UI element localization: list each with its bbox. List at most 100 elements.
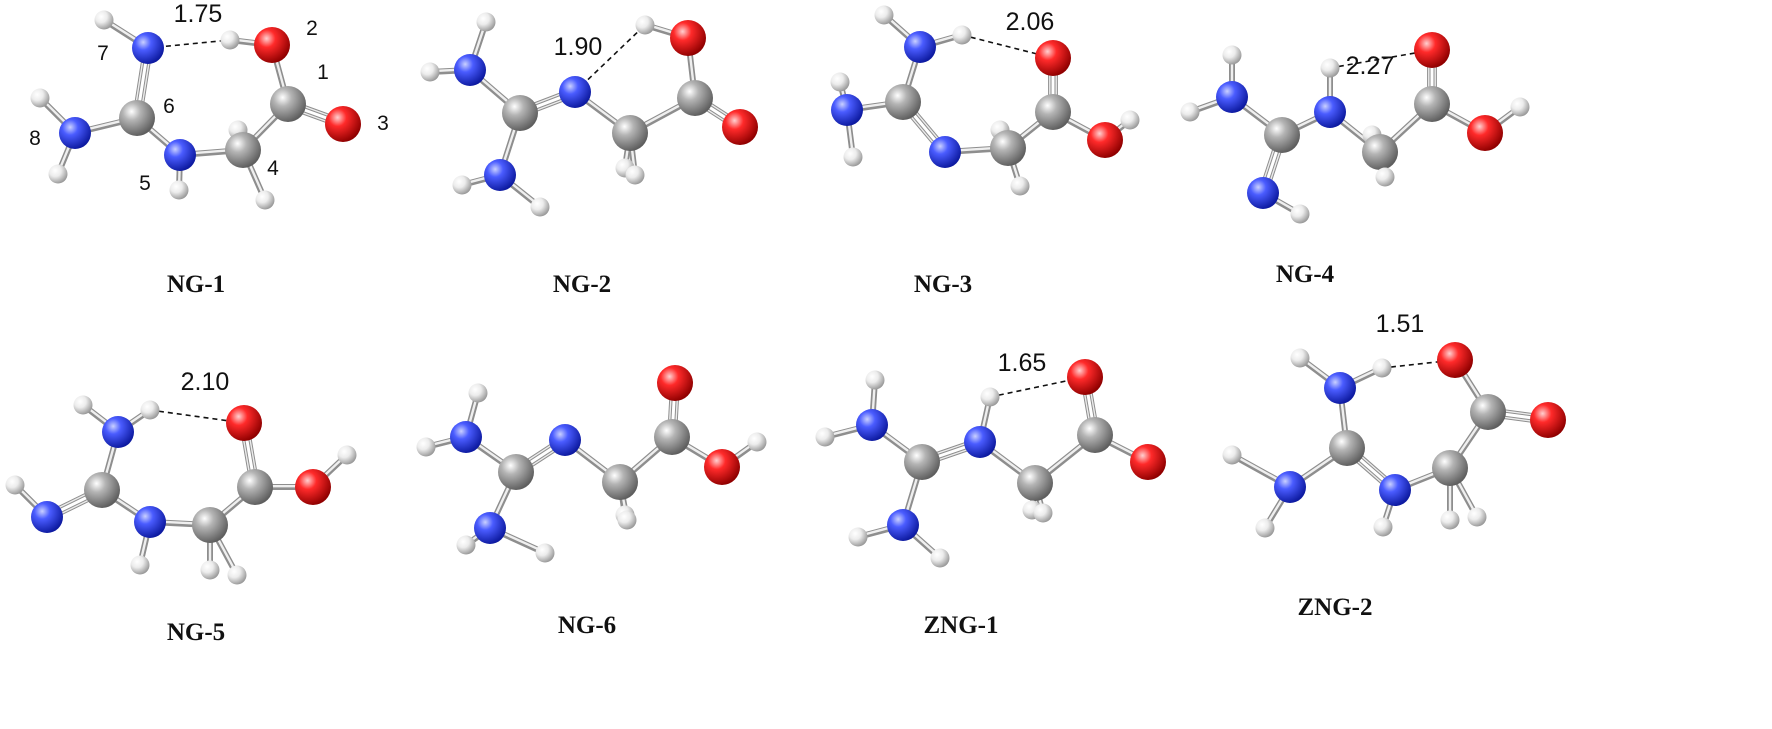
- hydrogen-atom: [1510, 97, 1530, 117]
- nitrogen-atom: [454, 54, 486, 86]
- carbon-atom: [119, 100, 155, 136]
- carbon-atom: [1470, 394, 1506, 430]
- hydrogen-atom: [980, 387, 1000, 407]
- hydrogen-atom: [1373, 517, 1393, 537]
- nitrogen-atom: [450, 421, 482, 453]
- hydrogen-atom: [1467, 507, 1487, 527]
- oxygen-atom: [657, 365, 693, 401]
- oxygen-atom: [670, 20, 706, 56]
- nitrogen-atom: [887, 509, 919, 541]
- hydrogen-atom: [843, 147, 863, 167]
- carbon-atom: [498, 454, 534, 490]
- nitrogen-atom: [831, 94, 863, 126]
- oxygen-atom: [1437, 342, 1473, 378]
- carbon-atom: [1362, 134, 1398, 170]
- hydrogen-atom: [617, 510, 637, 530]
- carbon-atom: [237, 469, 273, 505]
- hydrogen-atom: [416, 437, 436, 457]
- carbon-atom: [677, 80, 713, 116]
- hbond-distance-zng-2: 1.51: [1376, 310, 1425, 338]
- hydrogen-bond-line: [1381, 359, 1456, 369]
- hbond-distance-ng-2: 1.90: [554, 33, 603, 61]
- carbon-atom: [1017, 465, 1053, 501]
- hydrogen-atom: [635, 15, 655, 35]
- oxygen-atom: [1530, 402, 1566, 438]
- oxygen-atom: [722, 109, 758, 145]
- hydrogen-atom: [747, 432, 767, 452]
- oxygen-atom: [295, 469, 331, 505]
- caption-zng-1: ZNG-1: [924, 612, 999, 639]
- hydrogen-atom: [1440, 510, 1460, 530]
- hydrogen-bond-line: [989, 376, 1086, 398]
- hbond-distance-zng-1: 1.65: [998, 349, 1047, 377]
- hbond-distance-ng-5: 2.10: [181, 368, 230, 396]
- atom-number-label: 1: [317, 61, 329, 84]
- hydrogen-atom: [1120, 110, 1140, 130]
- hydrogen-atom: [1290, 348, 1310, 368]
- hydrogen-atom: [1180, 102, 1200, 122]
- panel-zng-1: [815, 359, 1166, 568]
- hydrogen-atom: [815, 427, 835, 447]
- hydrogen-atom: [140, 400, 160, 420]
- oxygen-atom: [254, 27, 290, 63]
- oxygen-atom: [1130, 444, 1166, 480]
- caption-ng-3: NG-3: [914, 271, 972, 298]
- hbond-distance-ng-4: 2.27: [1346, 52, 1395, 80]
- panel-ng-2: [420, 12, 758, 217]
- atom-number-label: 8: [29, 127, 41, 150]
- hydrogen-atom: [1290, 204, 1310, 224]
- hbond-distance-ng-1: 1.75: [174, 0, 223, 28]
- nitrogen-atom: [1216, 81, 1248, 113]
- nitrogen-atom: [134, 506, 166, 538]
- carbon-atom: [904, 444, 940, 480]
- hydrogen-atom: [952, 25, 972, 45]
- nitrogen-atom: [484, 159, 516, 191]
- panel-ng-4: [1180, 32, 1530, 224]
- carbon-atom: [1264, 117, 1300, 153]
- hydrogen-atom: [468, 383, 488, 403]
- hydrogen-atom: [476, 12, 496, 32]
- oxygen-atom: [1035, 40, 1071, 76]
- hydrogen-atom: [30, 88, 50, 108]
- oxygen-atom: [704, 449, 740, 485]
- hydrogen-atom: [169, 180, 189, 200]
- oxygen-atom: [325, 106, 361, 142]
- panel-zng-2: [1222, 342, 1566, 538]
- hydrogen-atom: [930, 548, 950, 568]
- carbon-atom: [1414, 86, 1450, 122]
- atom-number-label: 2: [306, 17, 318, 40]
- carbon-atom: [602, 464, 638, 500]
- hydrogen-atom: [1375, 167, 1395, 187]
- hydrogen-atom: [530, 197, 550, 217]
- nitrogen-atom: [1379, 474, 1411, 506]
- panel-ng-6: [416, 365, 767, 563]
- hydrogen-atom: [535, 543, 555, 563]
- carbon-atom: [192, 507, 228, 543]
- nitrogen-atom: [559, 76, 591, 108]
- carbon-atom: [1035, 94, 1071, 130]
- nitrogen-atom: [1247, 177, 1279, 209]
- nitrogen-atom: [964, 426, 996, 458]
- hydrogen-atom: [830, 72, 850, 92]
- hydrogen-atom: [48, 164, 68, 184]
- hydrogen-atom: [1222, 445, 1242, 465]
- oxygen-atom: [1087, 122, 1123, 158]
- nitrogen-atom: [904, 31, 936, 63]
- nitrogen-atom: [856, 409, 888, 441]
- carbon-atom: [1077, 417, 1113, 453]
- oxygen-atom: [1414, 32, 1450, 68]
- hydrogen-atom: [456, 535, 476, 555]
- nitrogen-atom: [164, 139, 196, 171]
- carbon-atom: [225, 132, 261, 168]
- nitrogen-atom: [31, 501, 63, 533]
- caption-ng-1: NG-1: [167, 271, 225, 298]
- hydrogen-atom: [337, 445, 357, 465]
- oxygen-atom: [1067, 359, 1103, 395]
- oxygen-atom: [226, 405, 262, 441]
- hydrogen-atom: [255, 190, 275, 210]
- hydrogen-bond-line: [149, 409, 245, 424]
- caption-ng-4: NG-4: [1276, 261, 1335, 288]
- caption-ng-2: NG-2: [553, 271, 611, 298]
